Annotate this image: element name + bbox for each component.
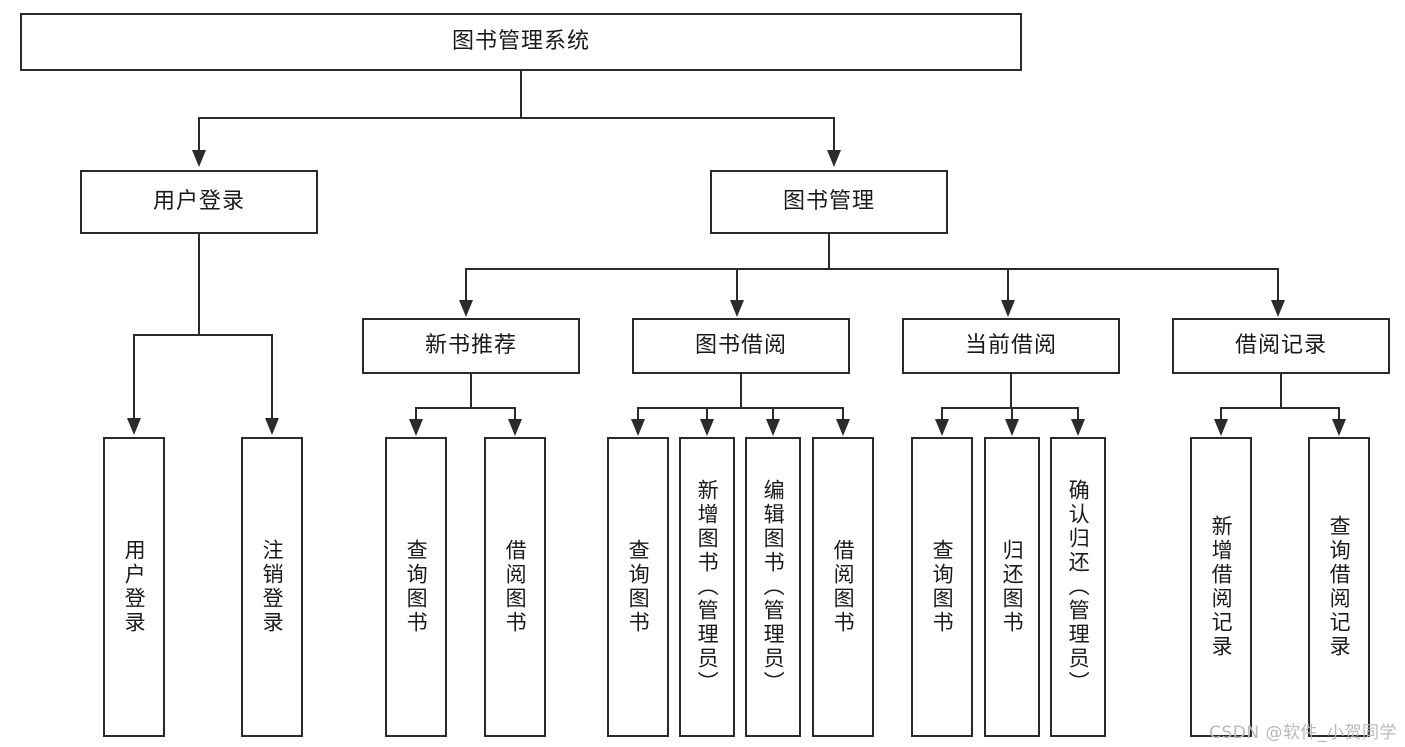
node-leaf-query-book-borrow[interactable]: 查询图书 <box>607 437 669 737</box>
edge-book-borrow-stem <box>740 374 742 408</box>
node-leaf-borrow-book-recommend[interactable]: 借阅图书 <box>484 437 546 737</box>
edge-root-bus <box>198 117 835 119</box>
edge-current-borrow-stem <box>1010 374 1012 408</box>
edge-book-manage-to-l3-1 <box>465 268 467 302</box>
node-leaf-query-book-recommend[interactable]: 查询图书 <box>385 437 447 737</box>
edge-user-login-bus <box>133 334 272 336</box>
arrow-to-leaf-add-book <box>700 419 714 436</box>
node-leaf-query-borrow-record[interactable]: 查询借阅记录 <box>1308 437 1370 737</box>
arrow-to-borrow-record <box>1271 300 1285 317</box>
edge-book-manage-bus <box>465 268 1279 270</box>
node-book-borrow[interactable]: 图书借阅 <box>632 318 850 374</box>
node-new-book-recommend[interactable]: 新书推荐 <box>362 318 580 374</box>
edge-root-to-book-manage <box>833 117 835 153</box>
edge-bb-to-leaf-3 <box>772 407 774 421</box>
edge-book-manage-stem <box>828 234 830 269</box>
arrow-to-leaf-query-book-3 <box>935 419 949 436</box>
node-label: 新增图书（管理员） <box>695 479 720 695</box>
edge-book-manage-to-l3-2 <box>736 268 738 302</box>
node-label: 查询图书 <box>404 539 429 635</box>
arrow-to-leaf-return-book <box>1005 419 1019 436</box>
edge-new-book-recommend-bus <box>415 407 515 409</box>
arrow-to-leaf-query-record <box>1332 419 1346 436</box>
node-label: 借阅记录 <box>1234 332 1327 358</box>
arrow-to-book-manage <box>827 150 841 167</box>
arrow-to-leaf-query-book-2 <box>631 419 645 436</box>
arrow-to-current-borrow <box>1001 300 1015 317</box>
arrow-to-leaf-edit-book <box>766 419 780 436</box>
edge-br-to-leaf-1 <box>1220 407 1222 421</box>
node-label: 图书管理 <box>782 188 875 214</box>
edge-book-manage-to-l3-3 <box>1007 268 1009 302</box>
arrow-to-leaf-user-logout <box>265 418 279 435</box>
node-label: 查询图书 <box>626 539 651 635</box>
edge-root-to-user-login <box>198 117 200 153</box>
edge-cb-to-leaf-3 <box>1077 407 1079 421</box>
node-label: 查询借阅记录 <box>1327 515 1352 659</box>
node-current-borrow[interactable]: 当前借阅 <box>902 318 1120 374</box>
node-leaf-query-book-current[interactable]: 查询图书 <box>911 437 973 737</box>
node-leaf-user-login[interactable]: 用户登录 <box>103 437 165 737</box>
node-label: 确认归还（管理员） <box>1066 479 1091 695</box>
edge-cb-to-leaf-1 <box>941 407 943 421</box>
arrow-to-leaf-query-book-1 <box>409 419 423 436</box>
edge-borrow-record-stem <box>1280 374 1282 408</box>
edge-borrow-record-bus <box>1220 407 1339 409</box>
node-borrow-record[interactable]: 借阅记录 <box>1172 318 1390 374</box>
node-leaf-add-book-admin[interactable]: 新增图书（管理员） <box>679 437 735 737</box>
arrow-to-book-borrow <box>730 300 744 317</box>
edge-new-book-recommend-stem <box>470 374 472 408</box>
edge-bb-to-leaf-1 <box>637 407 639 421</box>
node-leaf-edit-book-admin[interactable]: 编辑图书（管理员） <box>745 437 801 737</box>
arrow-to-leaf-borrow-book-1 <box>508 419 522 436</box>
arrow-to-leaf-add-record <box>1214 419 1228 436</box>
node-label: 用户登录 <box>122 539 147 635</box>
edge-book-manage-to-l3-4 <box>1277 268 1279 302</box>
node-label: 注销登录 <box>260 539 285 635</box>
node-book-management-system[interactable]: 图书管理系统 <box>20 13 1022 71</box>
node-label: 借阅图书 <box>503 539 528 635</box>
edge-user-login-stem <box>198 234 200 335</box>
arrow-to-leaf-confirm-return <box>1071 419 1085 436</box>
node-leaf-user-logout[interactable]: 注销登录 <box>241 437 303 737</box>
node-label: 借阅图书 <box>831 539 856 635</box>
node-label: 归还图书 <box>1000 539 1025 635</box>
node-label: 编辑图书（管理员） <box>761 479 786 695</box>
arrow-to-leaf-user-login <box>127 418 141 435</box>
arrow-to-new-book-recommend <box>459 300 473 317</box>
node-label: 查询图书 <box>930 539 955 635</box>
node-book-management[interactable]: 图书管理 <box>710 170 948 234</box>
edge-root-stem <box>520 71 522 118</box>
edge-cb-to-leaf-2 <box>1011 407 1013 421</box>
edge-nbr-to-leaf-2 <box>514 407 516 421</box>
node-label: 当前借阅 <box>964 332 1057 358</box>
edge-user-login-to-leaf-2 <box>271 334 273 420</box>
node-user-login[interactable]: 用户登录 <box>80 170 318 234</box>
node-leaf-add-borrow-record[interactable]: 新增借阅记录 <box>1190 437 1252 737</box>
node-label: 图书管理系统 <box>451 28 590 54</box>
node-leaf-confirm-return-admin[interactable]: 确认归还（管理员） <box>1050 437 1106 737</box>
edge-bb-to-leaf-2 <box>706 407 708 421</box>
edge-current-borrow-bus <box>941 407 1078 409</box>
edge-nbr-to-leaf-1 <box>415 407 417 421</box>
arrow-to-user-login <box>192 150 206 167</box>
node-label: 图书借阅 <box>694 332 787 358</box>
node-label: 新增借阅记录 <box>1209 515 1234 659</box>
node-leaf-borrow-book[interactable]: 借阅图书 <box>812 437 874 737</box>
node-label: 用户登录 <box>152 188 245 214</box>
edge-book-borrow-bus <box>637 407 843 409</box>
edge-bb-to-leaf-4 <box>842 407 844 421</box>
arrow-to-leaf-borrow-book-2 <box>836 419 850 436</box>
node-leaf-return-book[interactable]: 归还图书 <box>984 437 1040 737</box>
edge-br-to-leaf-2 <box>1338 407 1340 421</box>
edge-user-login-to-leaf-1 <box>133 334 135 420</box>
node-label: 新书推荐 <box>424 332 517 358</box>
